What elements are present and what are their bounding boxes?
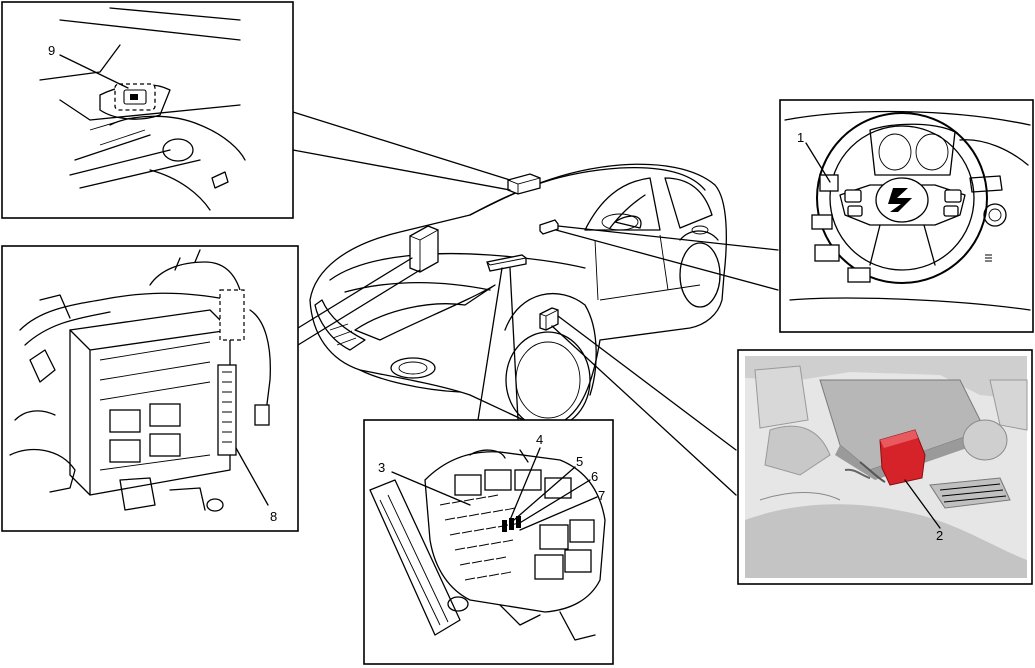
suzuki-s-logo-icon	[888, 188, 912, 212]
callout-1: 1	[797, 130, 804, 145]
leader-lines	[292, 111, 779, 496]
callout-7: 7	[598, 488, 605, 503]
detail-panel-steering-switch: 1	[779, 99, 1034, 333]
car-illustration	[309, 163, 727, 431]
callout-2: 2	[936, 528, 943, 543]
detail-panel-fuse-box: 3 4 5 6 7	[363, 419, 614, 665]
car-component-markers	[409, 173, 559, 331]
callout-9: 9	[48, 43, 55, 58]
callout-6: 6	[591, 469, 598, 484]
callout-4: 4	[536, 432, 543, 447]
detail-panel-junction-block: 8	[1, 245, 299, 532]
callout-5: 5	[576, 454, 583, 469]
callout-8: 8	[270, 509, 277, 524]
detail-panel-roof-module: 9	[1, 1, 294, 219]
detail-panel-pedal-photo: 2	[737, 349, 1033, 585]
callout-3: 3	[378, 460, 385, 475]
